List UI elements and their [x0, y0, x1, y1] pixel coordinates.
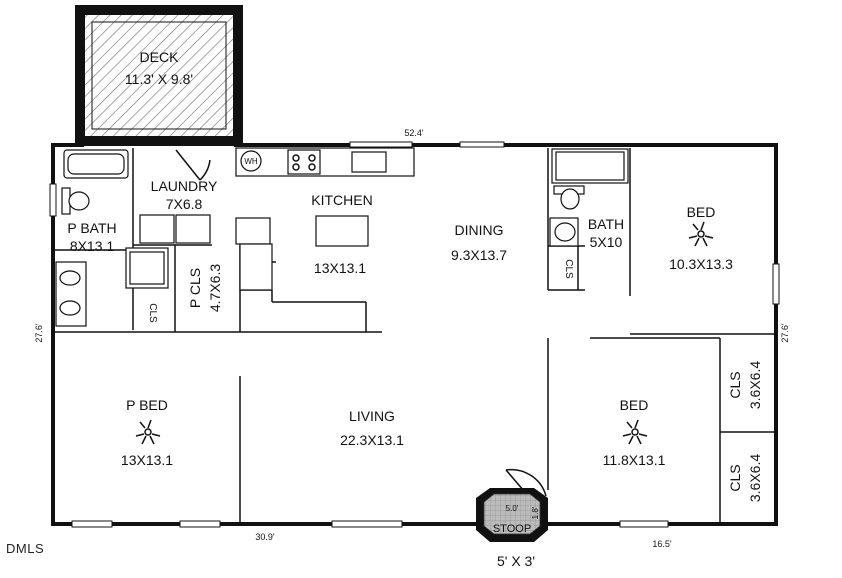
p-bath-size: 8X13.1 — [70, 238, 115, 254]
cls-top-size: 3.6X6.4 — [747, 361, 763, 409]
stoop-name: STOOP — [493, 523, 531, 535]
laundry-size: 7X6.8 — [166, 196, 203, 212]
bed-se-name: BED — [620, 397, 649, 413]
bed-ne-size: 10.3X13.3 — [669, 256, 733, 272]
living-size: 22.3X13.1 — [340, 432, 404, 448]
watermark: DMLS — [6, 541, 45, 556]
bath-cls-label: CLS — [563, 259, 574, 279]
dim-right: 27.6' — [780, 323, 790, 343]
windows — [49, 141, 780, 528]
dining-name: DINING — [455, 222, 504, 238]
p-bed-name: P BED — [126, 397, 168, 413]
fan-icon — [688, 221, 714, 247]
bed-se-size: 11.8X13.1 — [603, 452, 666, 468]
p-bed-size: 13X13.1 — [121, 452, 173, 468]
ceiling-fans — [135, 221, 714, 445]
dim-bottom-left: 30.9' — [255, 532, 275, 542]
dim-left: 27.6' — [34, 323, 44, 343]
cls-top-name: CLS — [727, 371, 743, 398]
laundry-name: LAUNDRY — [151, 178, 218, 194]
bed-ne-name: BED — [687, 204, 716, 220]
stoop-depth: 1.8' — [531, 506, 540, 519]
stoop-size: 5' X 3' — [497, 553, 535, 569]
stoop — [476, 488, 548, 542]
p-cls-size: 4.7X6.3 — [207, 264, 223, 312]
fan-icon — [622, 419, 648, 445]
deck-name: DECK — [140, 49, 180, 65]
deck — [75, 5, 243, 146]
deck-size: 11.3' X 9.8' — [125, 71, 193, 87]
p-bath-cls-label: CLS — [147, 303, 158, 323]
p-cls-name: P CLS — [187, 268, 203, 308]
kitchen-name: KITCHEN — [311, 192, 372, 208]
wh-label: WH — [244, 157, 258, 166]
bath-name: BATH — [588, 216, 624, 232]
living-name: LIVING — [349, 408, 395, 424]
dining-size: 9.3X13.7 — [451, 247, 507, 263]
dim-top: 52.4' — [404, 128, 424, 138]
bath-size: 5X10 — [590, 234, 623, 250]
cls-bot-size: 3.6X6.4 — [747, 454, 763, 502]
cls-bot-name: CLS — [727, 464, 743, 491]
fan-icon — [135, 419, 161, 445]
dim-bottom-right: 16.5' — [652, 539, 672, 549]
p-bath-name: P BATH — [67, 220, 116, 236]
fixtures — [55, 148, 629, 499]
kitchen-size: 13X13.1 — [314, 260, 366, 276]
stoop-width: 5.0' — [506, 504, 519, 513]
